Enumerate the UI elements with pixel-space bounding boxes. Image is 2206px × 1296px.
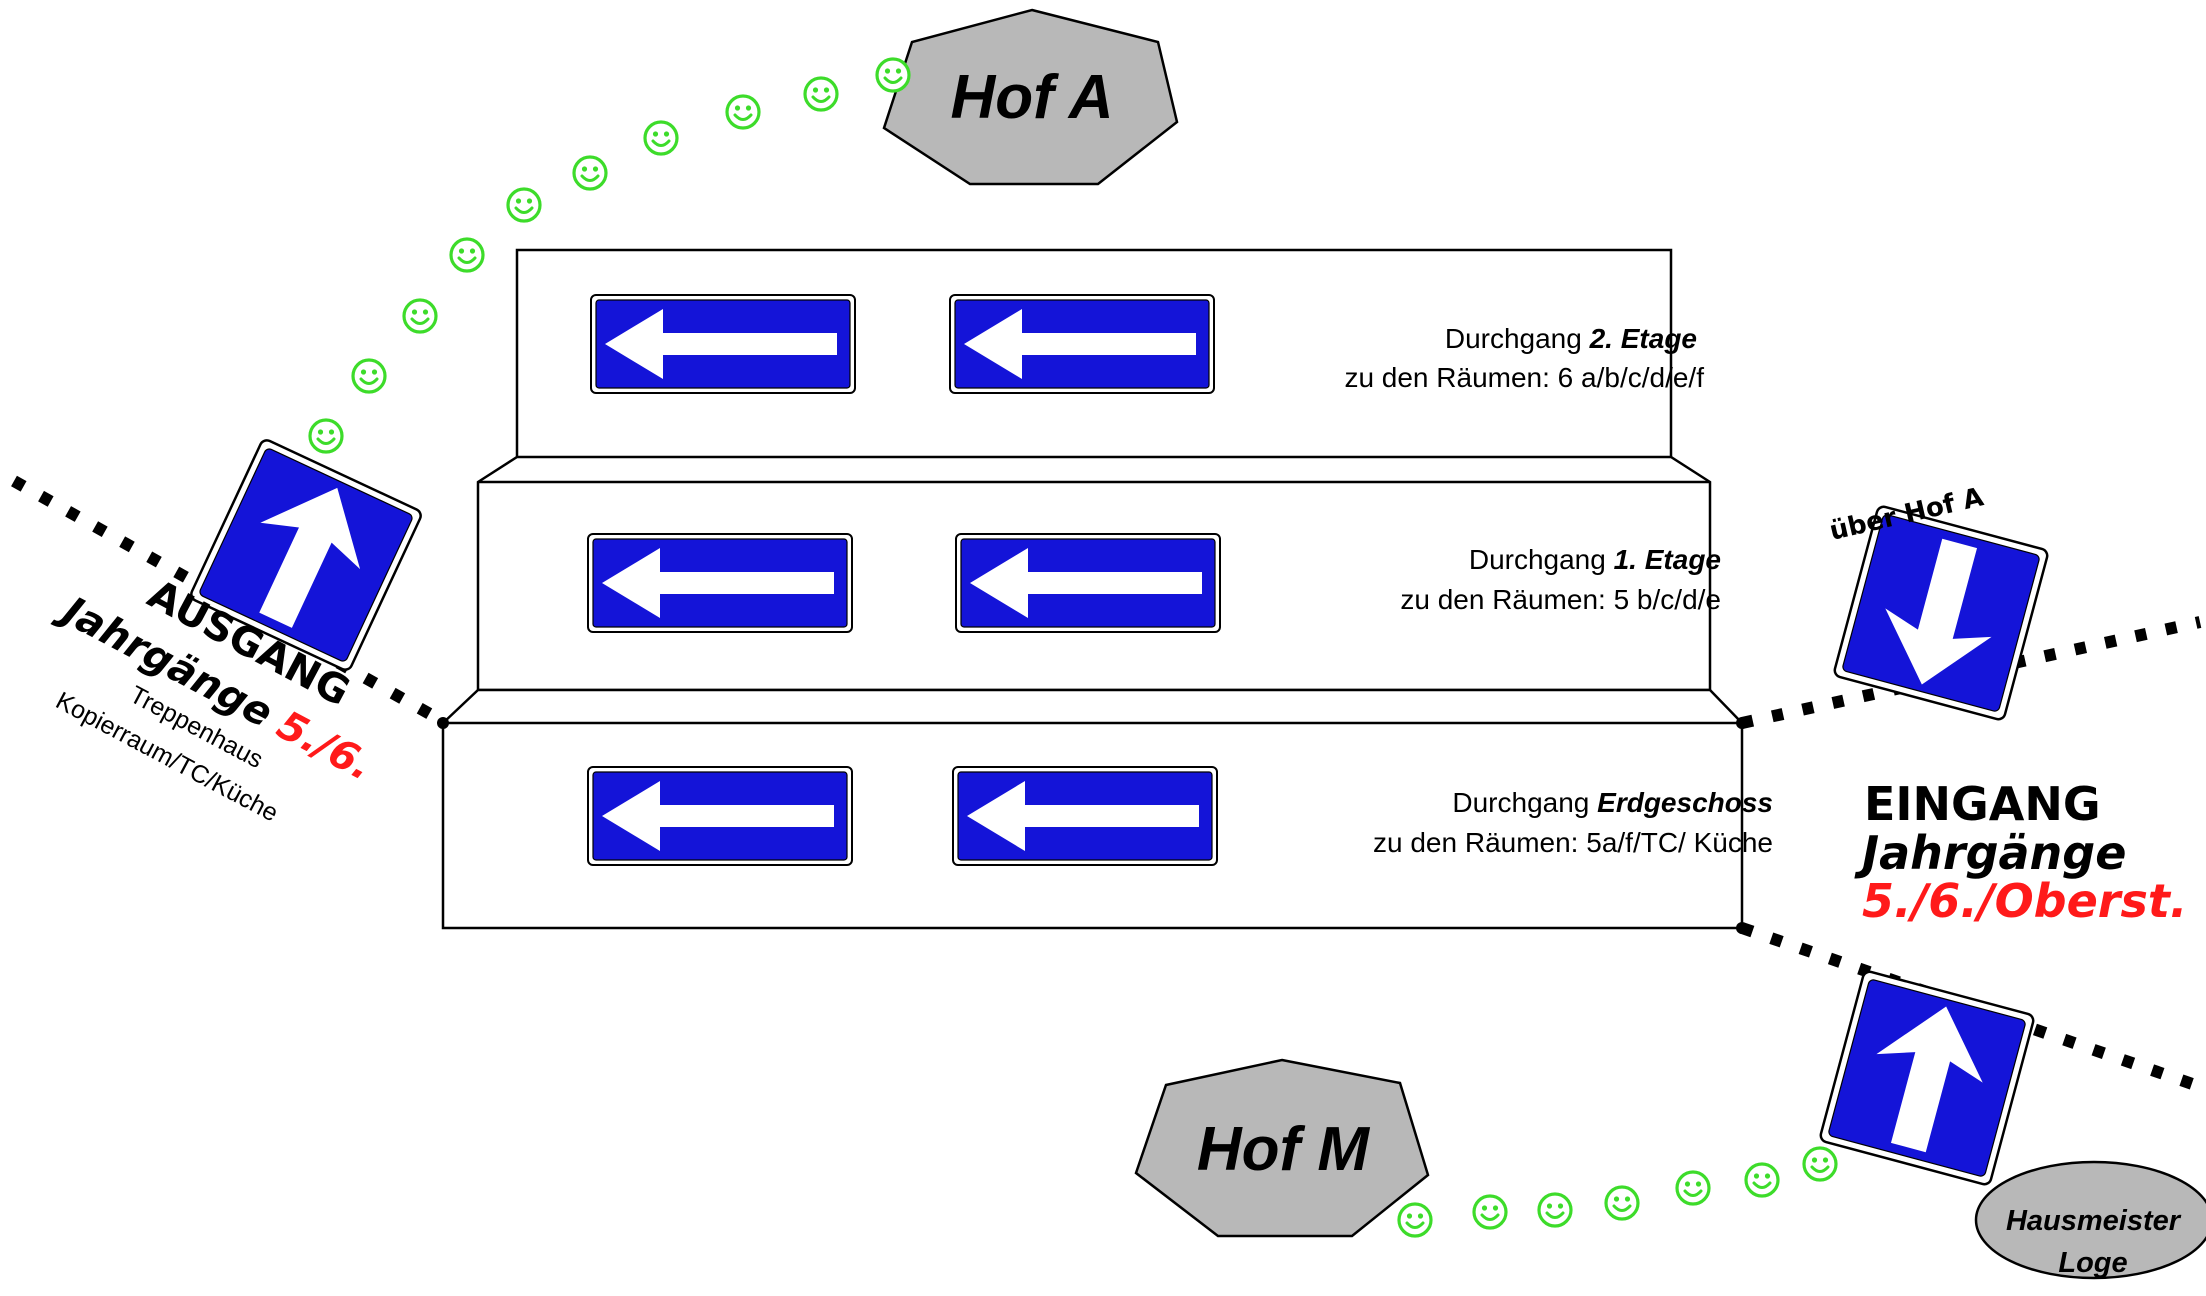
smiley-icon xyxy=(351,358,387,394)
hof-a-area: Hof A xyxy=(882,8,1179,186)
ground-floor-rooms: zu den Räumen: 5a/f/TC/ Küche xyxy=(1373,827,1773,858)
smiley-trail-hof-m xyxy=(1397,1146,1838,1238)
left-arrow-sign xyxy=(587,766,853,866)
smiley-icon xyxy=(308,418,344,454)
entrance-grades-value: 5./6./Oberst. xyxy=(1862,874,2187,928)
hausmeister-label-line1: Hausmeister xyxy=(2006,1205,2182,1237)
smiley-icon xyxy=(402,298,438,334)
hausmeister-label-line2: Loge xyxy=(2058,1247,2127,1279)
hof-m-label: Hof M xyxy=(1197,1115,1371,1184)
hof-a-label: Hof A xyxy=(951,63,1114,132)
floor-1-label: Durchgang 1. Etage xyxy=(1469,544,1721,575)
left-arrow-sign xyxy=(955,533,1221,633)
smiley-icon xyxy=(803,76,839,112)
smiley-icon xyxy=(506,187,542,223)
smiley-icon xyxy=(1537,1192,1573,1228)
smiley-icon xyxy=(1397,1202,1433,1238)
smiley-icon xyxy=(875,57,911,93)
smiley-icon xyxy=(449,237,485,273)
left-arrow-sign xyxy=(952,766,1218,866)
smiley-icon xyxy=(1472,1194,1508,1230)
smiley-icon xyxy=(1604,1185,1640,1221)
ground-floor-label: Durchgang Erdgeschoss xyxy=(1452,787,1773,818)
entrance-title: EINGANG xyxy=(1864,777,2101,831)
left-arrow-sign xyxy=(949,294,1215,394)
walkway-right-lower xyxy=(1740,922,2206,1094)
smiley-icon xyxy=(1675,1170,1711,1206)
left-arrow-sign xyxy=(587,533,853,633)
smiley-icon xyxy=(643,120,679,156)
hof-m-area: Hof M xyxy=(1134,1058,1430,1238)
entrance-grades-label: Jahrgänge xyxy=(1854,826,2126,880)
smiley-icon xyxy=(572,155,608,191)
smiley-icon xyxy=(1744,1162,1780,1198)
floor-2-rooms: zu den Räumen: 6 a/b/c/d/e/f xyxy=(1344,362,1704,393)
hausmeister-loge: Hausmeister Loge xyxy=(1974,1160,2206,1280)
left-arrow-sign xyxy=(590,294,856,394)
floor-1-rooms: zu den Räumen: 5 b/c/d/e xyxy=(1400,584,1721,615)
floor-2-label: Durchgang 2. Etage xyxy=(1445,323,1697,354)
walkway-left xyxy=(11,475,449,729)
smiley-icon xyxy=(725,94,761,130)
smiley-icon xyxy=(1802,1146,1838,1182)
up-arrow-sign xyxy=(1817,968,2037,1188)
